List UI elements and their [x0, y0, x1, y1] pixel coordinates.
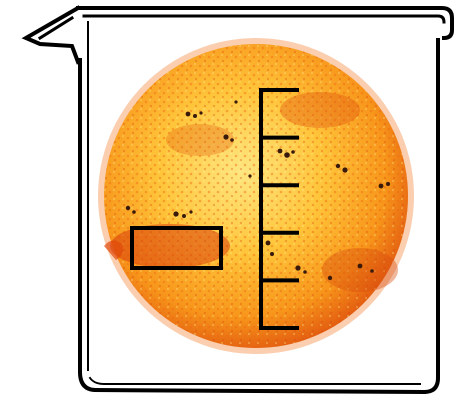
beaker-spout — [26, 8, 78, 62]
sun-icon — [98, 38, 414, 354]
sun-active-region — [280, 92, 360, 128]
sun-active-region — [322, 248, 398, 292]
beaker-rim-inner — [84, 16, 444, 22]
beaker-rim — [78, 8, 452, 38]
sun-texture — [104, 44, 408, 348]
sun-active-region — [110, 224, 230, 268]
beaker-bottom — [96, 390, 424, 392]
beaker-right-wall — [424, 40, 438, 392]
sun-active-region — [166, 124, 234, 156]
beaker-bottom-inner — [90, 378, 420, 384]
